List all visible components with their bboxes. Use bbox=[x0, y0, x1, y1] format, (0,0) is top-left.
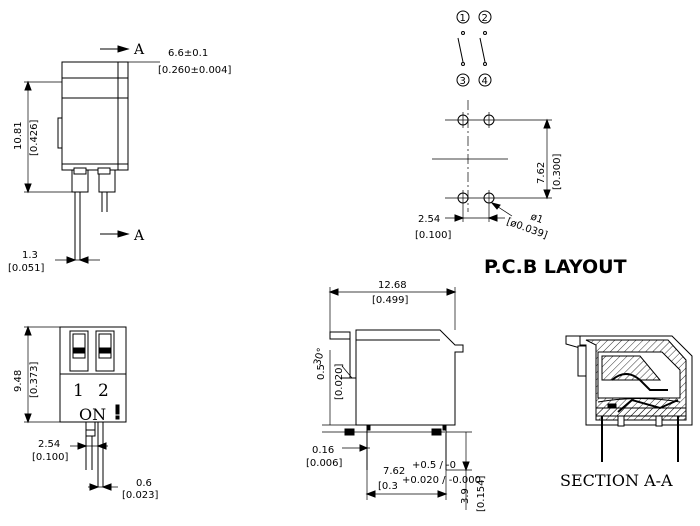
row-in-label: [0.3 bbox=[378, 481, 398, 492]
standoff-in-label: [0.020] bbox=[334, 363, 345, 400]
gap-in-label: [0.006] bbox=[306, 458, 343, 469]
top-view: A A 6.6±0.1 [0.260±0.004] 10.81 [0.426] … bbox=[8, 42, 232, 274]
pin-mm-label: 1.3 bbox=[22, 250, 38, 261]
pin-len-in-label: [0.154] bbox=[476, 475, 487, 512]
section-label: SECTION A-A bbox=[560, 471, 673, 490]
gap-mm-label: 0.16 bbox=[312, 445, 334, 456]
section-mark-a-bottom: A bbox=[133, 228, 145, 244]
front-pitch-mm-label: 2.54 bbox=[38, 439, 60, 450]
row-pitch-in-label: [0.300] bbox=[552, 153, 563, 190]
front-pitch-in-label: [0.100] bbox=[32, 452, 69, 463]
pcb-layout: 7.62 [0.300] 2.54 [0.100] ø1 [ø0.039] P.… bbox=[415, 100, 627, 278]
width-mm-label: 6.6±0.1 bbox=[168, 48, 208, 59]
length-in-label: [0.499] bbox=[372, 295, 409, 306]
pos-2-label: 2 bbox=[482, 13, 488, 24]
front-pin-in-label: [0.023] bbox=[122, 490, 159, 501]
front-height-in-label: [0.373] bbox=[29, 361, 40, 398]
col-pitch-in-label: [0.100] bbox=[415, 230, 452, 241]
row-mm-label: 7.62 bbox=[383, 466, 405, 477]
front-height-mm-label: 9.48 bbox=[13, 370, 24, 392]
front-view: 1 2 ON 9.48 [0.373] 2.54 [0.100] 0.6 [0.… bbox=[13, 325, 159, 501]
pos-label-2: 2 bbox=[98, 381, 109, 401]
pin-len-mm-label: 3.9 bbox=[460, 488, 471, 504]
on-label: ON bbox=[79, 405, 106, 424]
standoff-mm-label: 0.5 bbox=[316, 364, 327, 380]
length-mm-label: 12.68 bbox=[378, 280, 407, 291]
row-tol-mm-label: +0.5 / -0 bbox=[412, 460, 456, 471]
pin-in-label: [0.051] bbox=[8, 263, 45, 274]
row-pitch-mm-label: 7.62 bbox=[536, 162, 547, 184]
pos-label-1: 1 bbox=[73, 381, 84, 401]
front-pin-mm-label: 0.6 bbox=[136, 478, 152, 489]
switch-schematic: 1 2 3 4 bbox=[456, 10, 492, 87]
switch-body-side bbox=[355, 329, 464, 426]
section-mark-a-top: A bbox=[133, 42, 145, 58]
section-a-a-view: SECTION A-A bbox=[560, 335, 693, 490]
angle-label: 30° bbox=[312, 347, 327, 367]
side-view: 12.68 [0.499] 30° 0.5 [0.020] 0.16 [0.00… bbox=[306, 280, 487, 512]
on-arrow-icon bbox=[115, 404, 120, 415]
col-pitch-mm-label: 2.54 bbox=[418, 214, 440, 225]
pos-1-label: 1 bbox=[460, 13, 466, 24]
pos-3-label: 3 bbox=[460, 76, 466, 87]
switch-body-top bbox=[61, 61, 129, 171]
row-tol-in-label: +0.020 / -0.000 bbox=[402, 475, 481, 486]
hole-mm-label: ø1 bbox=[529, 211, 544, 226]
pcb-layout-title: P.C.B LAYOUT bbox=[484, 256, 627, 278]
pos-4-label: 4 bbox=[482, 76, 488, 87]
actuator-side bbox=[329, 331, 351, 340]
width-in-label: [0.260±0.004] bbox=[158, 65, 232, 76]
height-mm-label: 10.81 bbox=[13, 121, 24, 150]
height-in-label: [0.426] bbox=[29, 119, 40, 156]
